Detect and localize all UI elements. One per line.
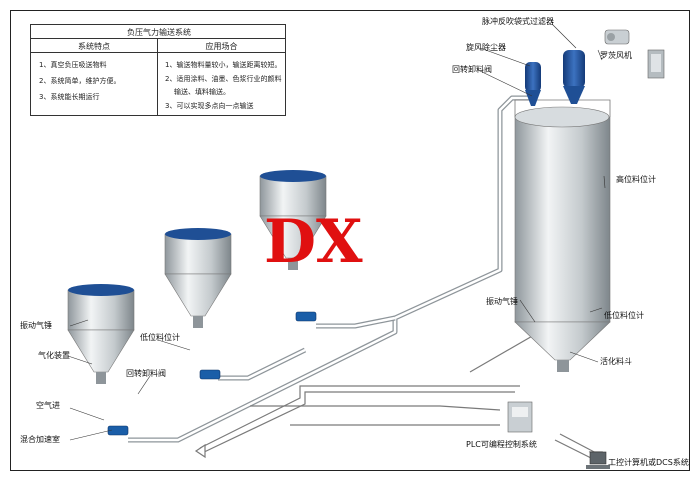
signal-line [250, 405, 501, 411]
control-cabinet [647, 49, 665, 79]
hopper-3 [259, 170, 327, 270]
computer-icon [586, 451, 610, 469]
main-silo [514, 99, 611, 372]
railing [514, 99, 611, 117]
label-vibrator-right: 振动气锤 [486, 296, 518, 306]
mixers [107, 311, 317, 436]
feature-item: 3、系统能长期运行 [39, 93, 100, 101]
branch-pipe-2-core [218, 348, 306, 380]
mixer-1 [107, 425, 129, 436]
label-aeration: 气化装置 [38, 350, 70, 360]
branch-pipe-3-core [316, 316, 396, 328]
arrow-head [194, 443, 206, 459]
table-rule [31, 38, 285, 39]
label-roots-blower: 罗茨风机 [600, 50, 632, 60]
application-item: 3、可以实现多点向一点输送 [165, 102, 254, 110]
label-dcs: 工控计算机或DCS系统 [608, 457, 689, 467]
label-high-level: 高位料位计 [616, 174, 656, 184]
label-vibrator-left: 振动气锤 [20, 320, 52, 330]
diagram-frame [10, 10, 690, 471]
signal-line [199, 391, 515, 455]
label-rotary-valve-top: 回转卸料阀 [452, 64, 492, 74]
label-rotary-valve-left: 回转卸料阀 [126, 368, 166, 378]
main-pipe-core [128, 96, 532, 442]
label-plc: PLC可编程控制系统 [466, 439, 537, 449]
feature-item: 2、系统简单，维护方便。 [39, 77, 121, 85]
signal-line [554, 439, 596, 461]
leader-lines [67, 23, 606, 441]
hopper-1 [67, 284, 135, 384]
material-surface [260, 170, 326, 182]
branch-pipe-2 [218, 347, 307, 381]
application-item: 2、适用涂料、油墨、色浆行业的颜料 [165, 75, 282, 83]
info-table: 负压气力输送系统 系统特点 应用场合 1、真空负压吸送物料 2、系统简单，维护方… [30, 24, 286, 116]
header-features: 系统特点 [78, 42, 110, 51]
pulse-filter [563, 50, 585, 104]
label-low-level-right: 低位料位计 [604, 310, 644, 320]
header-applications: 应用场合 [205, 42, 238, 51]
hopper-2 [164, 228, 232, 328]
mixer-2 [199, 369, 221, 380]
roots-blower [604, 29, 630, 45]
feature-item: 1、真空负压吸送物料 [39, 61, 107, 69]
label-activator: 活化料斗 [600, 356, 632, 366]
material-surface [165, 228, 231, 240]
label-cyclone: 旋风除尘器 [466, 42, 506, 52]
callout-labels: 脉冲反吹袋式过滤器 旋风除尘器 回转卸料阀 罗茨风机 高位料位计 振动气锤 低位… [20, 16, 689, 467]
signal-line [199, 385, 520, 449]
table-title: 负压气力输送系统 [127, 28, 191, 37]
logo-text: DX [264, 207, 363, 277]
mixer-3 [295, 311, 317, 322]
material-surface [68, 284, 134, 296]
plc-cabinet [507, 401, 533, 433]
label-mixer: 混合加速室 [20, 434, 60, 444]
conveying-pipes [128, 95, 532, 443]
label-pulse-filter: 脉冲反吹袋式过滤器 [482, 16, 554, 26]
table-rule [31, 52, 285, 53]
table-divider [157, 38, 158, 115]
label-low-level-left: 低位料位计 [140, 332, 180, 342]
label-air-inlet: 空气进 [36, 400, 60, 410]
application-item: 输送、填料输送。 [174, 88, 230, 96]
application-item: 1、输送物料量较小，输送距离较短。 [165, 61, 282, 69]
cyclone [525, 62, 541, 106]
